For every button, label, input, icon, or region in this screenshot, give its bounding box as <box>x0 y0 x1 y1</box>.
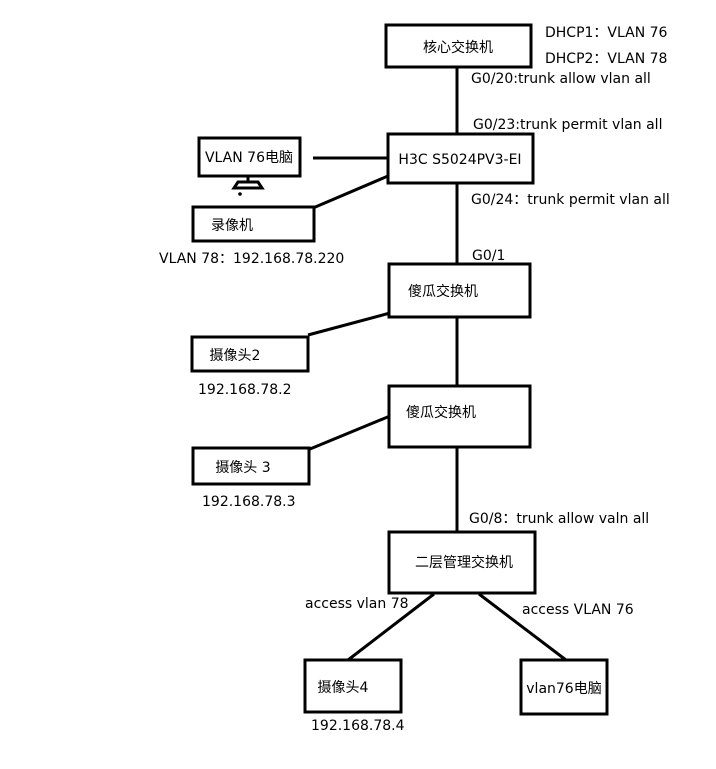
edge-camera3-dumb2 <box>309 414 391 451</box>
node-h3c-switch: H3C S5024PV3-EI <box>386 132 535 185</box>
node-l2-switch: 二层管理交换机 <box>387 530 537 595</box>
node-vlan76-pc-label: VLAN 76电脑 <box>205 150 293 166</box>
monitor-dot-icon <box>238 192 242 196</box>
edge-camera2-dumb1 <box>307 311 391 337</box>
node-dumb-switch-2-label: 傻瓜交换机 <box>406 404 476 421</box>
port-g0-20-label: G0/20:trunk allow vlan all <box>471 71 651 87</box>
recorder-ip-label: VLAN 78：192.168.78.220 <box>159 251 344 267</box>
camera2-ip-label: 192.168.78.2 <box>198 382 292 398</box>
port-g0-1-label: G0/1 <box>472 248 505 264</box>
node-camera4-label: 摄像头4 <box>318 680 369 696</box>
node-camera2: 摄像头2 <box>190 335 310 373</box>
node-camera4: 摄像头4 <box>303 658 403 714</box>
dhcp2-label: DHCP2：VLAN 78 <box>545 51 667 67</box>
port-g0-24-label: G0/24：trunk permit vlan all <box>471 192 670 208</box>
access-vlan76-label: access VLAN 76 <box>522 602 634 618</box>
node-core-switch: 核心交换机 <box>384 23 533 69</box>
dhcp1-label: DHCP1：VLAN 76 <box>545 25 668 41</box>
port-g0-23-label: G0/23:trunk permit vlan all <box>473 117 662 133</box>
node-l2-switch-label: 二层管理交换机 <box>415 554 513 571</box>
node-camera3: 摄像头 3 <box>191 446 311 486</box>
node-camera2-label: 摄像头2 <box>210 348 261 364</box>
node-dumb-switch-1: 傻瓜交换机 <box>387 262 532 319</box>
node-camera3-label: 摄像头 3 <box>215 460 270 476</box>
camera4-ip-label: 192.168.78.4 <box>311 718 405 734</box>
edge-l2-pc2 <box>478 592 567 662</box>
port-g0-8-label: G0/8：trunk allow valn all <box>469 511 649 527</box>
node-core-switch-label: 核心交换机 <box>423 39 493 56</box>
node-recorder-label: 录像机 <box>211 218 253 234</box>
monitor-base-icon <box>231 180 265 190</box>
edge-recorder-h3c <box>312 174 389 210</box>
node-vlan76-pc: VLAN 76电脑 <box>197 136 302 178</box>
node-dumb-switch-2: 傻瓜交换机 <box>387 384 532 449</box>
access-vlan78-label: access vlan 78 <box>305 596 409 612</box>
node-recorder: 录像机 <box>191 205 316 243</box>
camera3-ip-label: 192.168.78.3 <box>202 494 296 510</box>
node-vlan76-pc-2-label: vlan76电脑 <box>526 681 601 697</box>
node-h3c-switch-label: H3C S5024PV3-EI <box>398 152 521 168</box>
edge-l2-camera4 <box>347 592 435 662</box>
node-vlan76-pc-2: vlan76电脑 <box>519 658 609 716</box>
node-dumb-switch-1-label: 傻瓜交换机 <box>408 283 478 300</box>
